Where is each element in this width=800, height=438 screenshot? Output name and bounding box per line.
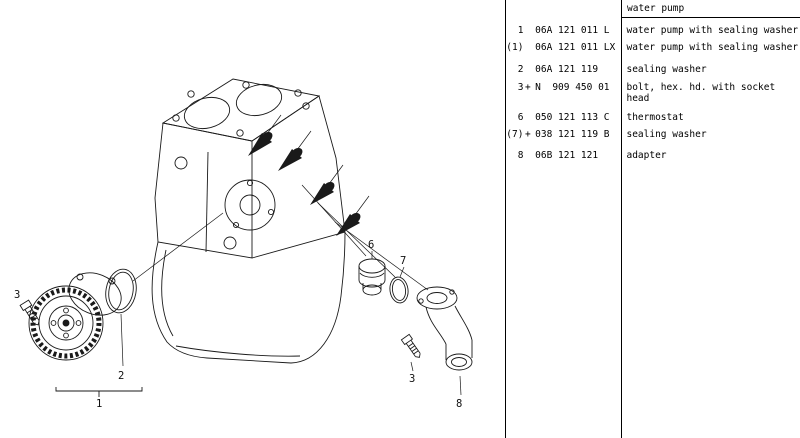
callout-thermostat-oring[interactable]: 7 xyxy=(400,255,406,267)
row-part-number: N 909 450 01 xyxy=(535,82,610,93)
table-row[interactable]: 3 + N 909 450 01 bolt, hex. hd. with soc… xyxy=(506,82,800,104)
table-row[interactable]: 1 06A 121 011 L water pump with sealing … xyxy=(506,25,800,37)
row-description: water pump with sealing washer xyxy=(626,25,799,36)
row-position: (7) xyxy=(506,129,524,140)
row-part-number: 06A 121 119 xyxy=(535,64,599,75)
table-row[interactable]: 8 06B 121 121 adapter xyxy=(506,150,800,162)
row-description: thermostat xyxy=(626,112,684,123)
row-part-number: 050 121 113 C xyxy=(535,112,610,123)
callout-oring[interactable]: 2 xyxy=(118,370,124,382)
row-position: 6 xyxy=(517,112,524,123)
exploded-diagram: 3 2 1 6 7 3 8 xyxy=(14,78,473,410)
diagram-canvas: 3 2 1 6 7 3 8 xyxy=(14,78,473,410)
thermostat xyxy=(358,258,386,296)
engine-block xyxy=(151,78,346,364)
parts-list-panel: water pump 1 06A 121 011 L water pump wi… xyxy=(505,0,800,438)
row-description: bolt, hex. hd. with socket head xyxy=(626,82,776,104)
callout-adapter-bolt[interactable]: 3 xyxy=(409,373,415,385)
assembly-bracket xyxy=(55,387,143,397)
callout-adapter[interactable]: 8 xyxy=(456,398,462,410)
callout-pump-assembly[interactable]: 1 xyxy=(96,398,102,410)
row-position: 2 xyxy=(517,64,524,75)
thermostat-oring xyxy=(389,276,409,304)
row-part-number: 06A 121 011 L xyxy=(535,25,610,36)
leader-lines xyxy=(120,114,462,396)
row-flag: + xyxy=(524,129,531,140)
table-row[interactable]: 2 06A 121 119 sealing washer xyxy=(506,64,800,76)
column-divider xyxy=(621,0,622,438)
table-row[interactable]: 6 050 121 113 C thermostat xyxy=(506,112,800,124)
row-description: sealing washer xyxy=(626,129,707,140)
table-row[interactable]: (1) 06A 121 011 LX water pump with seali… xyxy=(506,42,800,54)
adapter-bolt xyxy=(400,333,424,361)
adapter xyxy=(416,286,473,371)
callout-thermostat[interactable]: 6 xyxy=(368,239,374,251)
row-part-number: 06B 121 121 xyxy=(535,150,599,161)
row-position: 8 xyxy=(517,150,524,161)
row-description: adapter xyxy=(626,150,667,161)
row-description: water pump with sealing washer xyxy=(626,42,799,53)
row-position: (1) xyxy=(506,42,524,53)
core-plugs xyxy=(248,131,361,236)
row-position: 1 xyxy=(517,25,524,36)
callout-pump-bolt[interactable]: 3 xyxy=(14,289,20,301)
header-divider xyxy=(621,17,800,18)
row-part-number: 038 121 119 B xyxy=(535,129,610,140)
table-row[interactable]: (7) + 038 121 119 B sealing washer xyxy=(506,129,800,141)
row-flag: + xyxy=(524,82,531,93)
row-description: sealing washer xyxy=(626,64,707,75)
row-part-number: 06A 121 011 LX xyxy=(535,42,616,53)
assembly-group-title: water pump xyxy=(627,3,685,14)
sealing-ring xyxy=(105,268,137,314)
row-position: 3 xyxy=(517,82,524,93)
